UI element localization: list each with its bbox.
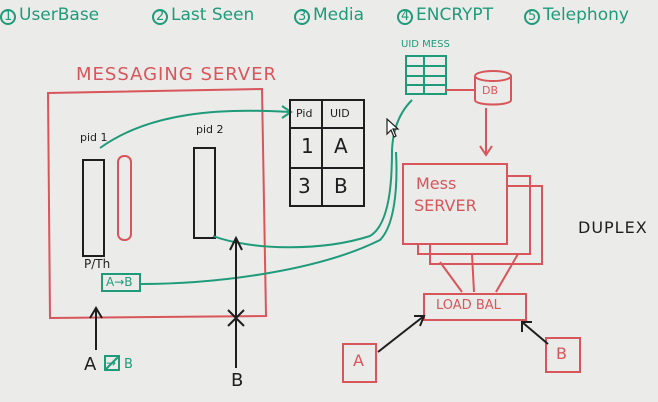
a-to-b-label: A→B: [106, 275, 133, 289]
topic-1-number: 1: [4, 9, 13, 24]
table-header-pid: Pid: [296, 107, 313, 120]
pth-label: P/Th: [84, 257, 111, 271]
thread-cylinder: [117, 155, 132, 241]
table-header-uid: UID: [330, 107, 350, 120]
table-cell-pid-2: 3: [298, 174, 311, 198]
load-balancer-box: [423, 293, 527, 321]
client-a-box: [342, 343, 377, 383]
load-balancer-label: LOAD BAL: [436, 298, 501, 313]
topic-5-number: 5: [528, 9, 537, 24]
pid2-to-uidmess-line: [212, 99, 413, 249]
uid-mess-table-icon: [405, 55, 447, 95]
mouse-cursor-icon: [386, 118, 400, 138]
topic-5-label: Telephony: [543, 5, 629, 25]
mess-server-line2: SERVER: [414, 196, 477, 215]
mess-server-line1: Mess: [416, 174, 457, 193]
bottom-b-label: B: [231, 370, 244, 391]
client-b-label: B: [556, 344, 567, 363]
table-cell-uid-1: A: [334, 134, 348, 158]
messaging-server-title: MESSAGING SERVER: [76, 64, 277, 85]
pid-uid-table: [289, 99, 365, 207]
mess-server-box: [402, 163, 508, 245]
topic-3-label: Media: [313, 5, 365, 25]
topic-1-label: UserBase: [19, 5, 100, 25]
pid1-process: [82, 159, 105, 257]
topic-4-number: 4: [401, 9, 410, 24]
client-b-box: [545, 337, 581, 373]
table-cell-pid-1: 1: [301, 134, 314, 158]
pid2-process: [193, 147, 216, 239]
topic-2-number: 2: [156, 9, 165, 24]
pid1-label: pid 1: [80, 131, 108, 144]
bottom-arrow-label: →: [106, 356, 117, 370]
db-label: DB: [482, 84, 499, 97]
uid-mess-label: UID MESS: [401, 39, 450, 50]
pid1-to-table-arrow: [99, 109, 291, 149]
messaging-server-box: [46, 87, 268, 320]
bottom-a-label: A: [84, 354, 97, 375]
topic-4-label: ENCRYPT: [416, 5, 494, 25]
table-cell-uid-2: B: [334, 174, 348, 198]
topic-2-label: Last Seen: [171, 5, 255, 25]
bottom-b-target-label: B: [124, 357, 133, 372]
topic-3-number: 3: [298, 9, 307, 24]
pth-line: [139, 151, 398, 285]
db-cylinder: [474, 70, 512, 106]
duplex-label: DUPLEX: [578, 218, 648, 237]
pid2-label: pid 2: [196, 123, 224, 136]
client-a-label: A: [353, 351, 364, 370]
